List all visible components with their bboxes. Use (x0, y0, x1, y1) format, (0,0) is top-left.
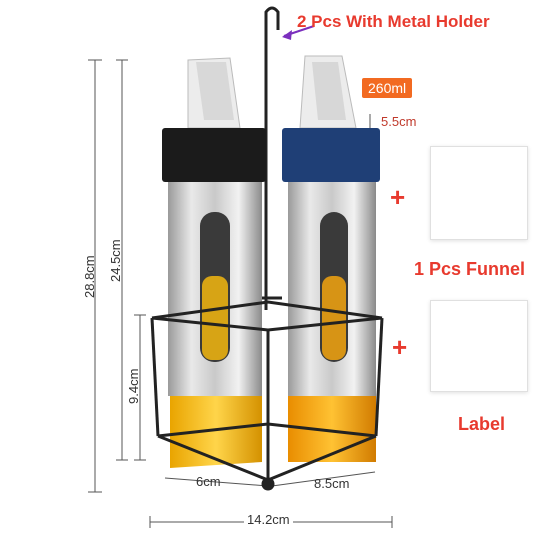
dimension-lines (88, 59, 393, 528)
capacity-badge: 260ml (362, 78, 413, 98)
purple-arrow-icon (282, 25, 315, 40)
funnel-caption: 1 Pcs Funnel (414, 259, 526, 279)
plus-sign-label: + (392, 332, 408, 362)
sticker-card (430, 300, 528, 392)
funnel-card (430, 146, 528, 240)
bottle-height-dim: 24.5cm (108, 239, 123, 282)
holder-basket (150, 300, 384, 491)
left-bottle (162, 57, 266, 468)
left-width-dim: 6cm (196, 474, 221, 489)
label-caption: Label (458, 414, 506, 434)
plus-sign-funnel: + (390, 182, 406, 212)
total-width-dim: 14.2cm (244, 512, 293, 527)
total-height-dim: 28.8cm (82, 255, 97, 298)
headline: 2 Pcs With Metal Holder (297, 12, 490, 31)
neck-width-label: 5.5cm (381, 114, 417, 129)
right-bottle (282, 55, 380, 462)
holder-height-dim: 9.4cm (126, 368, 141, 404)
right-width-dim: 8.5cm (314, 476, 350, 491)
